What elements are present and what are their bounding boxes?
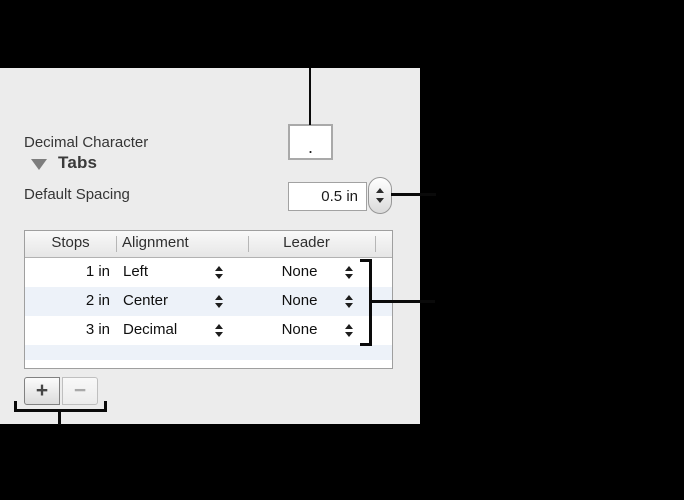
callout-bracket-buttons-right-tick [104,401,107,412]
stepper-up-icon [215,324,223,329]
column-header-stops: Stops [51,234,90,251]
stepper-down-icon [345,274,353,279]
alignment-stepper[interactable] [213,320,225,341]
section-header-tabs[interactable]: Tabs [31,153,97,173]
column-header-leader: Leader [283,234,330,251]
alignment-cell: Decimal [123,321,178,338]
stepper-down-icon [376,198,384,203]
tab-stop-actions: + − [24,377,98,405]
callout-line-buttons-stem [58,409,61,425]
tab-stops-table: Stops Alignment Leader 1 in Left None [24,230,393,369]
leader-cell: None [281,263,318,280]
table-row[interactable]: 2 in Center None [25,287,392,316]
leader-cell: None [281,321,318,338]
callout-bracket-buttons-left-tick [14,401,17,412]
leader-stepper[interactable] [343,262,355,283]
leader-stepper[interactable] [343,291,355,312]
stepper-down-icon [345,303,353,308]
alignment-cell: Center [123,292,169,309]
tabs-inspector-panel: Tabs Decimal Character Default Spacing S… [0,68,420,424]
disclosure-triangle-icon [31,158,47,170]
stepper-down-icon [215,332,223,337]
stepper-down-icon [345,332,353,337]
stepper-up-icon [376,188,384,193]
add-tab-stop-button[interactable]: + [24,377,60,405]
table-row[interactable]: 1 in Left None [25,258,392,287]
callout-line-table-rows [369,300,435,303]
alignment-stepper[interactable] [213,291,225,312]
empty-row-stripe [25,345,392,360]
column-divider [116,236,117,252]
stepper-up-icon [345,295,353,300]
stepper-down-icon [215,303,223,308]
alignment-cell: Left [123,263,149,280]
stepper-up-icon [215,295,223,300]
stops-cell: 2 in [85,292,110,309]
decimal-character-input[interactable] [288,124,333,160]
section-title: Tabs [58,153,98,172]
callout-line-default-spacing [391,193,436,196]
leader-stepper[interactable] [343,320,355,341]
leader-cell: None [281,292,318,309]
callout-bracket-table-top-tick [360,259,372,262]
table-row[interactable]: 3 in Decimal None [25,316,392,345]
stepper-up-icon [345,324,353,329]
alignment-stepper[interactable] [213,262,225,283]
decimal-character-label: Decimal Character [24,134,149,151]
default-spacing-label: Default Spacing [24,186,130,203]
default-spacing-stepper[interactable] [368,177,392,214]
column-divider [248,236,249,252]
column-divider [375,236,376,252]
callout-line-decimal-character [309,68,311,125]
table-header: Stops Alignment Leader [25,231,392,258]
default-spacing-input[interactable] [288,182,367,211]
stepper-up-icon [345,266,353,271]
column-header-alignment: Alignment [122,234,189,251]
stepper-down-icon [215,274,223,279]
stepper-up-icon [215,266,223,271]
stops-cell: 3 in [85,321,110,338]
callout-bracket-table-bottom-tick [360,343,372,346]
stops-cell: 1 in [85,263,110,280]
remove-tab-stop-button[interactable]: − [62,377,98,405]
